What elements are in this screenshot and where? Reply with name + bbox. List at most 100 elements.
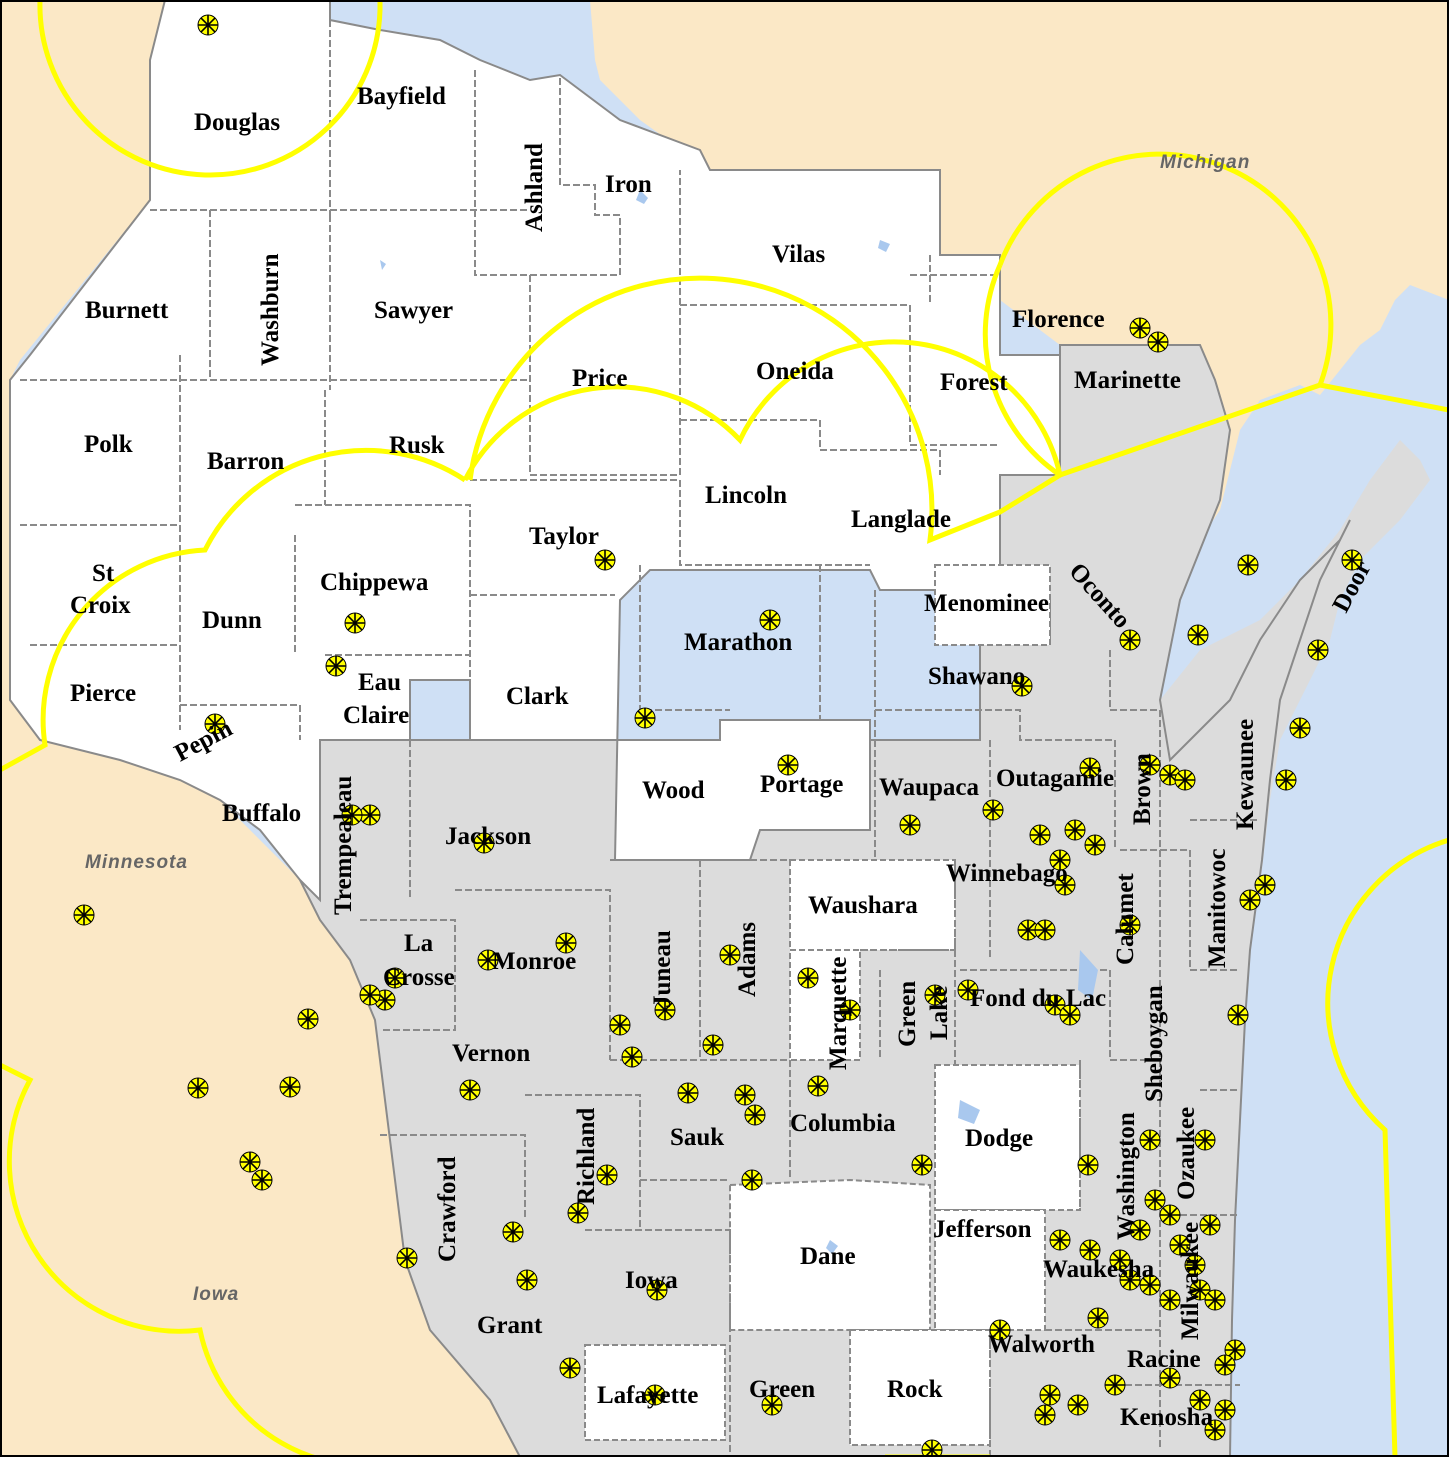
county-label-menominee: Menominee [924, 590, 1049, 617]
location-marker-icon [1079, 757, 1101, 779]
location-marker-icon [741, 1169, 763, 1191]
location-marker-icon [634, 707, 656, 729]
location-marker-icon [344, 612, 366, 634]
location-marker-icon [1087, 1307, 1109, 1329]
location-marker-icon [1204, 1419, 1226, 1441]
location-marker-icon [341, 804, 363, 826]
county-label-green-lake-2: Lake [926, 986, 953, 1040]
county-label-croix: Croix [70, 592, 131, 619]
state-labels: Michigan Minnesota Iowa [85, 152, 1250, 1305]
location-marker-icon [1254, 874, 1276, 896]
location-marker-icon [1159, 1289, 1181, 1311]
county-shape-menominee [934, 564, 1051, 646]
county-label-lafayette: Lafayette [597, 1382, 698, 1409]
location-marker-icon [839, 999, 861, 1021]
county-label-buffalo: Buffalo [222, 800, 301, 827]
location-marker-icon [1119, 914, 1141, 936]
state-label-iowa: Iowa [193, 1284, 239, 1305]
location-marker-icon [1011, 675, 1033, 697]
county-label-oneida: Oneida [756, 358, 834, 385]
county-label-monroe: Monroe [492, 948, 576, 975]
location-marker-icon [596, 1164, 618, 1186]
county-label-price: Price [572, 365, 628, 392]
location-marker-icon [555, 932, 577, 954]
location-marker-icon [646, 1279, 668, 1301]
location-marker-icon [1214, 1354, 1236, 1376]
location-marker-icon [677, 1082, 699, 1104]
location-marker-icon [807, 1075, 829, 1097]
county-label-marinette: Marinette [1074, 367, 1181, 394]
location-marker-icon [1064, 819, 1086, 841]
county-label-portage: Portage [760, 771, 843, 798]
location-marker-icon [1119, 629, 1141, 651]
county-label-clark: Clark [506, 683, 569, 710]
county-label-waukesha: Waukesha [1043, 1256, 1155, 1283]
county-label-columbia: Columbia [790, 1110, 896, 1137]
county-shape-rock [849, 1329, 991, 1446]
location-marker-icon [1214, 1399, 1236, 1421]
county-label-brown: Brown [1129, 753, 1156, 825]
location-marker-icon [609, 1014, 631, 1036]
state-label-michigan: Michigan [1160, 152, 1250, 173]
county-label-jefferson: Jefferson [933, 1216, 1032, 1243]
location-marker-icon [702, 1034, 724, 1056]
county-label-barron: Barron [207, 448, 284, 475]
county-borders [20, 0, 1260, 1457]
county-label-marquette: Marquette [825, 957, 852, 1070]
location-marker-icon [1084, 834, 1106, 856]
county-label-vilas: Vilas [772, 241, 826, 268]
location-marker-icon [777, 754, 799, 776]
michigan-land [590, 0, 1449, 700]
county-label-juneau: Juneau [649, 930, 676, 1008]
location-marker-icon [989, 1319, 1011, 1341]
location-marker-icon [567, 1202, 589, 1224]
location-marker-icon [797, 967, 819, 989]
location-marker-icon [719, 944, 741, 966]
county-label-washburn: Washburn [257, 253, 284, 366]
location-marker-icon [359, 804, 381, 826]
location-marker-icon [187, 1077, 209, 1099]
location-marker-icon [473, 832, 495, 854]
location-marker-icon [516, 1269, 538, 1291]
location-marker-icon [396, 1247, 418, 1269]
location-marker-icon [1184, 1254, 1206, 1276]
location-marker-icon [559, 1357, 581, 1379]
location-marker-icon [1079, 1239, 1101, 1261]
location-marker-icon [924, 984, 946, 1006]
location-marker-icon [1189, 1279, 1211, 1301]
county-label-dodge: Dodge [965, 1125, 1033, 1152]
location-marker-icon [957, 979, 979, 1001]
location-marker-icon [1054, 874, 1076, 896]
county-label-florence: Florence [1012, 306, 1105, 333]
location-marker-icon [1189, 1389, 1211, 1411]
county-label-burnett: Burnett [85, 297, 169, 324]
location-marker-icon [1139, 1129, 1161, 1151]
location-marker-icon [1139, 754, 1161, 776]
county-label-richland: Richland [573, 1108, 600, 1205]
location-marker-icon [1224, 1339, 1246, 1361]
location-marker-icon [761, 1394, 783, 1416]
location-marker-icon [197, 14, 219, 36]
location-marker-icon [744, 1104, 766, 1126]
county-label-st: St [92, 560, 115, 587]
county-label-sauk: Sauk [670, 1124, 724, 1151]
location-marker-icon [1174, 769, 1196, 791]
location-marker-icon [1034, 919, 1056, 941]
county-label-jackson: Jackson [445, 823, 531, 850]
location-marker-icon [204, 713, 226, 735]
county-label-calumet: Calumet [1112, 873, 1139, 965]
location-marker-icon [459, 1079, 481, 1101]
county-label-waushara: Waushara [808, 892, 918, 919]
location-marker-icon [1307, 639, 1329, 661]
county-shape-dodge [934, 1064, 1081, 1211]
location-marker-icon [239, 1151, 261, 1173]
location-marker-icon [359, 984, 381, 1006]
county-label-lincoln: Lincoln [705, 482, 787, 509]
location-marker-icon [1059, 1004, 1081, 1026]
location-marker-icon [759, 609, 781, 631]
county-label-kenosha: Kenosha [1120, 1404, 1214, 1431]
county-label-bayfield: Bayfield [357, 83, 446, 110]
location-marker-icon [1129, 317, 1151, 339]
northern-white-region [9, 0, 1061, 903]
location-marker-icon [1194, 1129, 1216, 1151]
